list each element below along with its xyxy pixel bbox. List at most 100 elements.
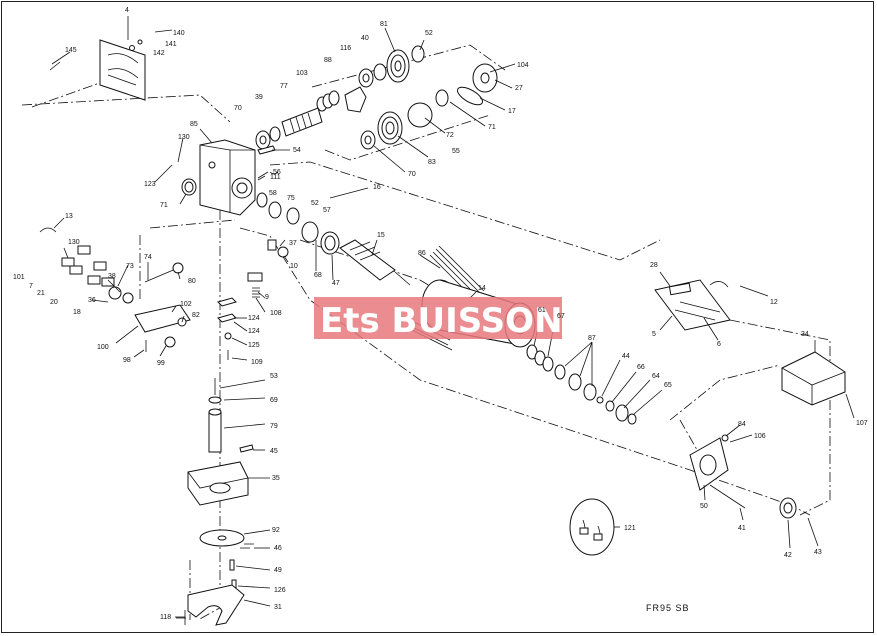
part-number-label: 130	[178, 134, 190, 141]
part-number-label: 85	[190, 121, 198, 128]
part-number-label: 14	[478, 285, 486, 292]
part-number-label: 71	[160, 202, 168, 209]
part-number-label: 80	[188, 278, 196, 285]
part-number-label: 121	[624, 525, 636, 532]
part-number-label: 36	[88, 297, 96, 304]
part-number-label: 125	[248, 342, 260, 349]
part-number-label: 68	[314, 272, 322, 279]
part-number-label: 111	[270, 174, 281, 181]
part-number-label: 108	[270, 310, 282, 317]
part-number-label: 67	[557, 313, 565, 320]
part-number-label: 69	[270, 397, 278, 404]
part-number-label: 41	[738, 525, 746, 532]
part-number-label: 54	[293, 147, 301, 154]
part-number-label: 52	[425, 30, 433, 37]
part-number-label: 99	[157, 360, 165, 367]
part-number-label: 61	[538, 307, 546, 314]
part-number-label: 142	[153, 50, 165, 57]
part-number-label: 107	[856, 420, 868, 427]
part-number-label: 101	[13, 274, 25, 281]
part-number-label: 65	[664, 382, 672, 389]
part-number-label: 124	[248, 328, 260, 335]
parts	[39, 29, 846, 626]
part-number-label: 124	[248, 315, 260, 322]
part-number-label: 64	[652, 373, 660, 380]
part-number-label: 104	[517, 62, 529, 69]
part-number-label: 34	[801, 331, 809, 338]
watermark: Ets BUISSON	[314, 297, 563, 341]
part-number-label: 43	[814, 549, 822, 556]
part-number-label: 82	[192, 312, 200, 319]
part-number-label: 126	[274, 587, 286, 594]
part-number-label: 74	[144, 254, 152, 261]
part-number-label: 50	[700, 503, 708, 510]
part-number-label: 102	[180, 301, 192, 308]
part-number-label: 73	[126, 263, 134, 270]
part-number-label: 5	[652, 331, 656, 338]
part-number-label: 98	[123, 357, 131, 364]
part-number-label: 27	[515, 85, 523, 92]
part-number-label: 66	[637, 364, 645, 371]
part-number-label: 44	[622, 353, 630, 360]
part-number-label: 31	[274, 604, 282, 611]
part-number-label: 38	[108, 273, 116, 280]
part-number-label: 72	[446, 132, 454, 139]
part-number-label: 141	[165, 41, 177, 48]
part-number-label: 130	[68, 239, 80, 246]
part-number-label: 53	[270, 373, 278, 380]
part-number-label: 103	[296, 70, 308, 77]
part-number-label: 75	[287, 195, 295, 202]
part-number-label: 100	[97, 344, 109, 351]
part-number-label: 79	[270, 423, 278, 430]
part-number-label: 145	[65, 47, 77, 54]
part-number-label: 106	[754, 433, 766, 440]
leader-lines	[51, 16, 855, 618]
part-number-label: 57	[323, 207, 331, 214]
part-number-label: 4	[125, 7, 129, 14]
part-number-label: 49	[274, 567, 282, 574]
part-number-label: 70	[234, 105, 242, 112]
part-number-label: 21	[37, 290, 45, 297]
part-number-label: 18	[73, 309, 81, 316]
part-number-label: 116	[340, 45, 351, 52]
part-number-label: 45	[270, 448, 278, 455]
part-number-label: 83	[428, 159, 436, 166]
part-number-label: 17	[508, 108, 516, 115]
part-number-label: 40	[361, 35, 369, 42]
part-number-label: 140	[173, 30, 185, 37]
part-number-label: 7	[29, 283, 33, 290]
part-number-label: 123	[144, 181, 156, 188]
part-number-label: 86	[418, 250, 426, 257]
part-number-label: 15	[377, 232, 385, 239]
part-number-label: 6	[717, 341, 721, 348]
part-number-label: 42	[784, 552, 792, 559]
part-number-label: 28	[650, 262, 658, 269]
part-number-label: 46	[274, 545, 282, 552]
part-number-label: 77	[280, 83, 288, 90]
part-number-label: 81	[380, 21, 388, 28]
part-number-label: 16	[373, 184, 381, 191]
part-number-label: 20	[50, 299, 58, 306]
drawing-reference: FR95 SB	[646, 603, 690, 613]
part-number-label: 37	[289, 240, 297, 247]
part-number-label: 58	[269, 190, 277, 197]
part-number-label: 10	[290, 263, 298, 270]
part-number-label: 47	[332, 280, 340, 287]
part-number-label: 92	[272, 527, 280, 534]
watermark-text: Ets BUISSON	[320, 301, 563, 341]
part-number-label: 52	[311, 200, 319, 207]
part-number-label: 13	[65, 213, 73, 220]
part-number-label: 87	[588, 335, 596, 342]
part-number-label: 39	[255, 94, 263, 101]
part-number-label: 70	[408, 171, 416, 178]
part-number-label: 12	[770, 299, 778, 306]
part-number-label: 71	[488, 124, 496, 131]
part-number-label: 35	[272, 475, 280, 482]
part-number-label: 84	[738, 421, 746, 428]
part-number-label: 109	[251, 359, 263, 366]
part-number-label: 56	[273, 169, 281, 176]
